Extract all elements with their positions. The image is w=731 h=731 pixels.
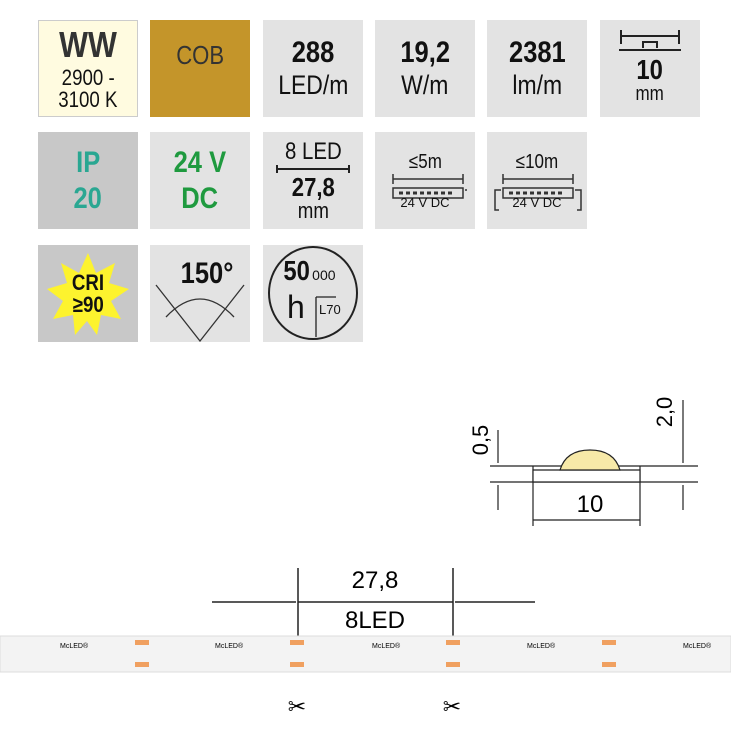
feed-double-length: ≤10m (515, 151, 559, 173)
voltage-tile: 24 V DC (150, 132, 250, 229)
strip-single-feed-icon (392, 174, 467, 211)
voltage-type: DC (181, 181, 219, 215)
color-code: WW (59, 23, 117, 65)
width-tile: 10 mm (600, 20, 700, 117)
segment-tile: 8 LED 27,8 mm (263, 132, 363, 229)
beam-angle-value: 150° (180, 256, 234, 290)
feed-double-voltage: 24 V DC (512, 195, 562, 210)
color-temp-tile: WW 2900 - 3100 K (38, 20, 138, 117)
density-unit: LED/m (277, 70, 349, 100)
cct-range: 2900 - (61, 64, 115, 90)
strip-brand: McLED® (60, 642, 89, 650)
beam-angle-icon (155, 284, 245, 342)
profile-height: 2,0 (652, 397, 677, 428)
power-value: 19,2 (400, 36, 450, 69)
cut-length: 27,8 (352, 567, 399, 594)
feed-single-tile: ≤5m 24 V DC (375, 132, 475, 229)
power-tile: 19,2 W/m (375, 20, 475, 117)
segment-leds: 8 LED (284, 137, 342, 165)
density-tile: 288 LED/m (263, 20, 363, 117)
cri-tile: CRI ≥90 (38, 245, 138, 342)
chip-tile: COB (150, 20, 250, 117)
beam-angle-tile: 150° (150, 245, 250, 342)
segment-unit: mm (297, 197, 329, 223)
led-strip (0, 635, 731, 673)
cri-label: CRI (71, 269, 105, 295)
segment-divider (276, 164, 350, 173)
lifetime-circle (268, 246, 358, 340)
width-unit: mm (635, 83, 665, 105)
strip-brand: McLED® (683, 642, 712, 650)
voltage-value: 24 V (173, 145, 227, 179)
cut-dimension (212, 568, 535, 638)
strip-brand: McLED® (527, 642, 556, 650)
feed-double-tile: ≤10m 24 V DC (487, 132, 587, 229)
ip-value: 20 (73, 181, 103, 215)
lifetime-value: 50 (283, 255, 310, 286)
density-value: 288 (291, 36, 335, 69)
chip-type: COB (176, 40, 224, 70)
lifetime-hours-unit: h (287, 289, 305, 325)
profile-thickness: 0,5 (468, 425, 493, 456)
profile-drawing (490, 400, 698, 526)
starburst-icon (47, 252, 129, 335)
profile-width: 10 (577, 491, 604, 518)
power-unit: W/m (401, 70, 449, 100)
lifetime-lumen-maintenance: L70 (319, 302, 341, 317)
led-chips (135, 640, 616, 667)
strip-brand: McLED® (372, 642, 401, 650)
flux-unit: lm/m (512, 70, 562, 100)
scissors-icon: ✂ (443, 694, 461, 719)
feed-single-voltage: 24 V DC (400, 195, 450, 210)
lifetime-thousands: 000 (312, 267, 336, 283)
cct-range-2: 3100 K (58, 86, 118, 112)
feed-single-length: ≤5m (408, 151, 442, 173)
ip-label: IP (75, 145, 101, 179)
ip-tile: IP 20 (38, 132, 138, 229)
width-value: 10 (636, 54, 664, 85)
flux-tile: 2381 lm/m (487, 20, 587, 117)
scissors-icon: ✂ (288, 694, 306, 719)
cut-leds: 8LED (345, 607, 405, 634)
flux-value: 2381 (508, 36, 566, 69)
width-icon (619, 30, 681, 51)
segment-length: 27,8 (291, 171, 335, 202)
strip-double-feed-icon (494, 174, 582, 211)
cri-value: ≥90 (72, 291, 104, 317)
strip-brand: McLED® (215, 642, 244, 650)
